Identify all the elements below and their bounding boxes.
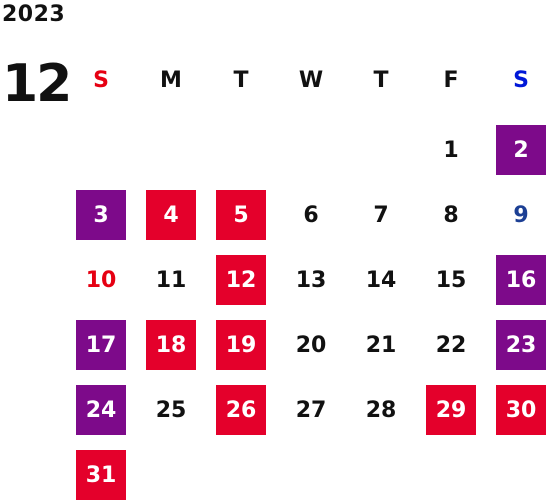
weekday-thursday: T: [373, 67, 389, 93]
day-cell: 25: [155, 397, 187, 423]
day-cell: 5: [216, 190, 266, 240]
day-cell: 7: [373, 202, 389, 228]
day-cell: 10: [85, 267, 117, 293]
weekday-sunday: S: [93, 67, 109, 93]
day-cell: 1: [443, 137, 459, 163]
day-cell: 6: [303, 202, 319, 228]
weekday-tuesday: T: [233, 67, 249, 93]
day-cell: 2: [496, 125, 546, 175]
day-cell: 17: [76, 320, 126, 370]
year-label: 2023: [2, 2, 66, 27]
day-cell: 9: [513, 202, 529, 228]
day-cell: 30: [496, 385, 546, 435]
weekday-monday: M: [160, 67, 182, 93]
weekday-saturday: S: [513, 67, 529, 93]
day-cell: 16: [496, 255, 546, 305]
day-cell: 31: [76, 450, 126, 500]
day-cell: 24: [76, 385, 126, 435]
day-cell: 13: [295, 267, 327, 293]
day-cell: 19: [216, 320, 266, 370]
day-cell: 22: [435, 332, 467, 358]
day-cell: 23: [496, 320, 546, 370]
day-cell: 27: [295, 397, 327, 423]
day-cell: 15: [435, 267, 467, 293]
day-cell: 20: [295, 332, 327, 358]
day-cell: 3: [76, 190, 126, 240]
day-cell: 28: [365, 397, 397, 423]
day-cell: 14: [365, 267, 397, 293]
day-cell: 11: [155, 267, 187, 293]
day-cell: 4: [146, 190, 196, 240]
day-cell: 12: [216, 255, 266, 305]
day-cell: 18: [146, 320, 196, 370]
weekday-friday: F: [443, 67, 459, 93]
month-label: 12: [2, 54, 72, 114]
day-cell: 8: [443, 202, 459, 228]
weekday-wednesday: W: [298, 67, 324, 93]
day-cell: 21: [365, 332, 397, 358]
day-cell: 26: [216, 385, 266, 435]
day-cell: 29: [426, 385, 476, 435]
